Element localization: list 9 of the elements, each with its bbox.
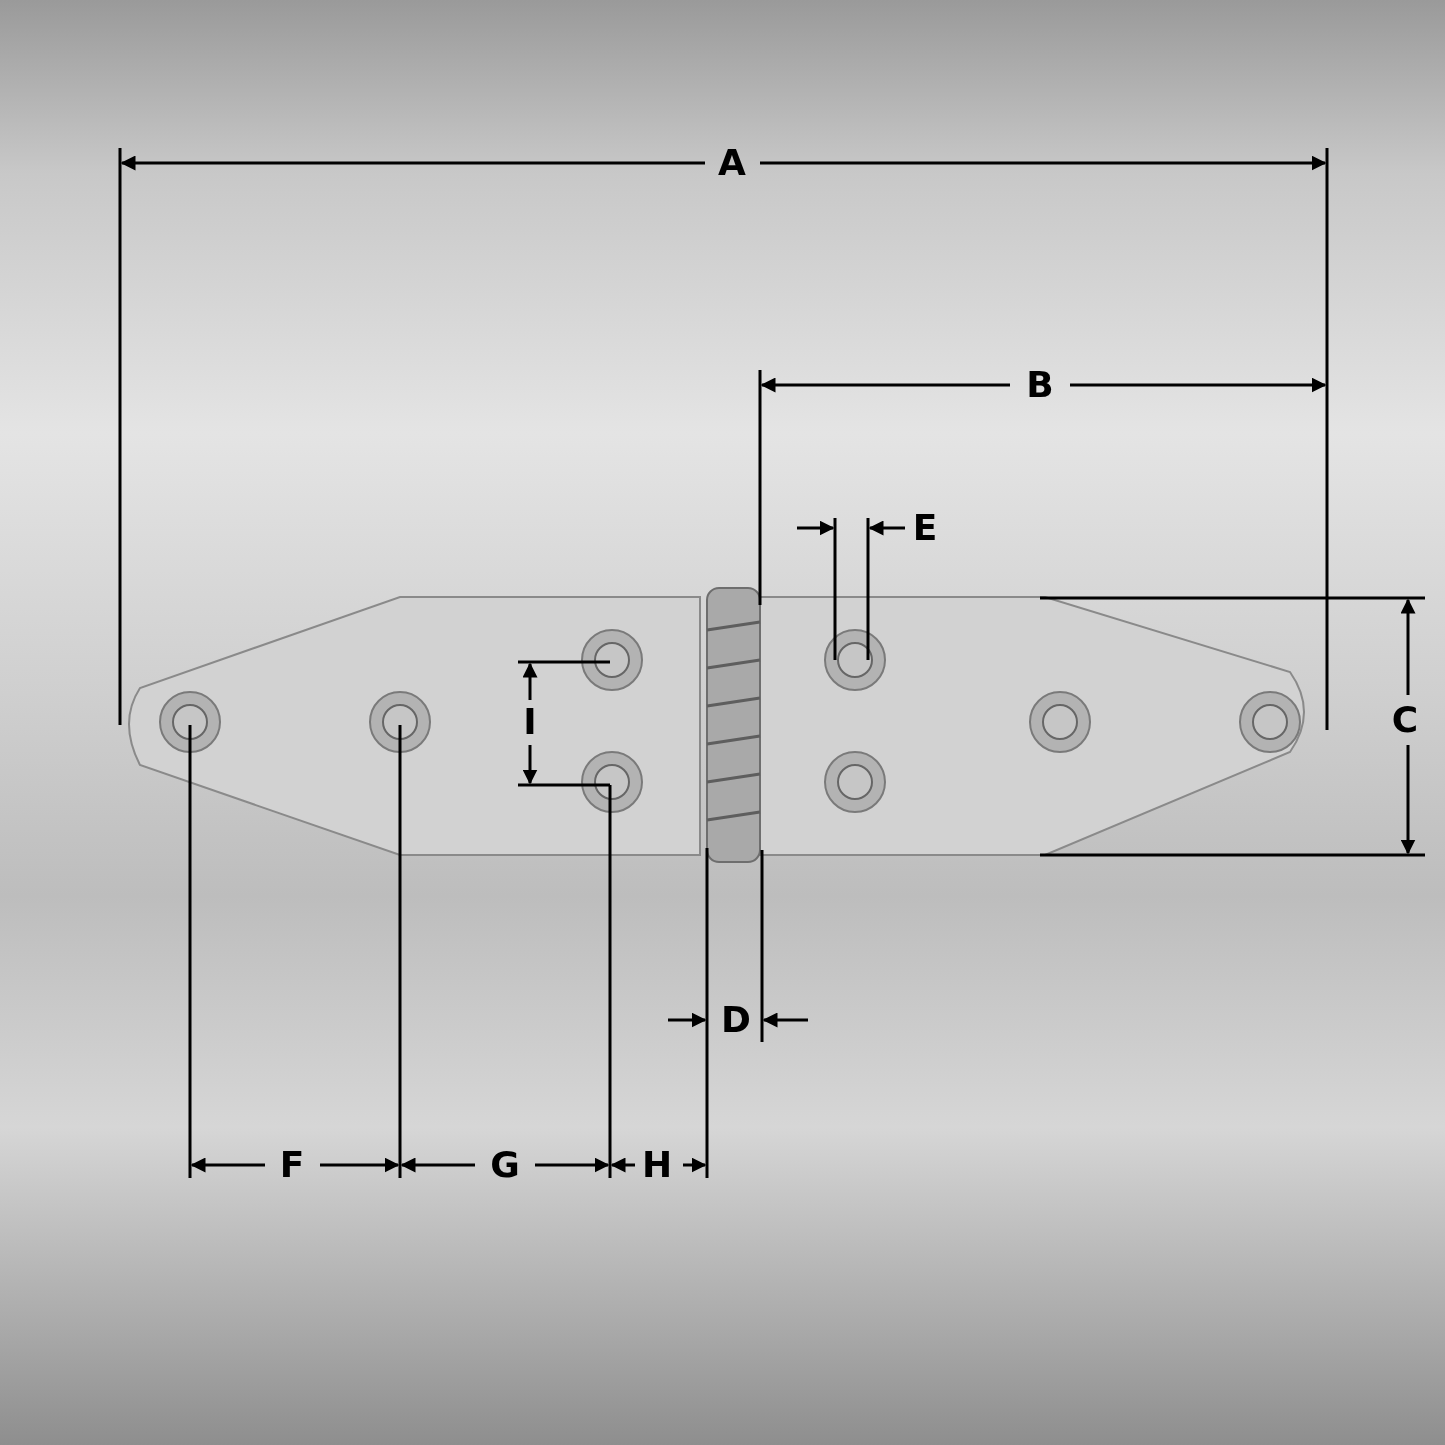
dimension-label: B bbox=[1026, 367, 1054, 403]
dimension-label: D bbox=[721, 1002, 751, 1038]
dimension-label: C bbox=[1391, 702, 1419, 738]
dimension-label: I bbox=[523, 704, 537, 740]
dimension-label: F bbox=[279, 1147, 305, 1183]
dimension-label: G bbox=[490, 1147, 520, 1183]
dimension-label: E bbox=[912, 510, 938, 546]
dimension-label: H bbox=[641, 1147, 673, 1183]
dimension-label: A bbox=[718, 145, 746, 181]
